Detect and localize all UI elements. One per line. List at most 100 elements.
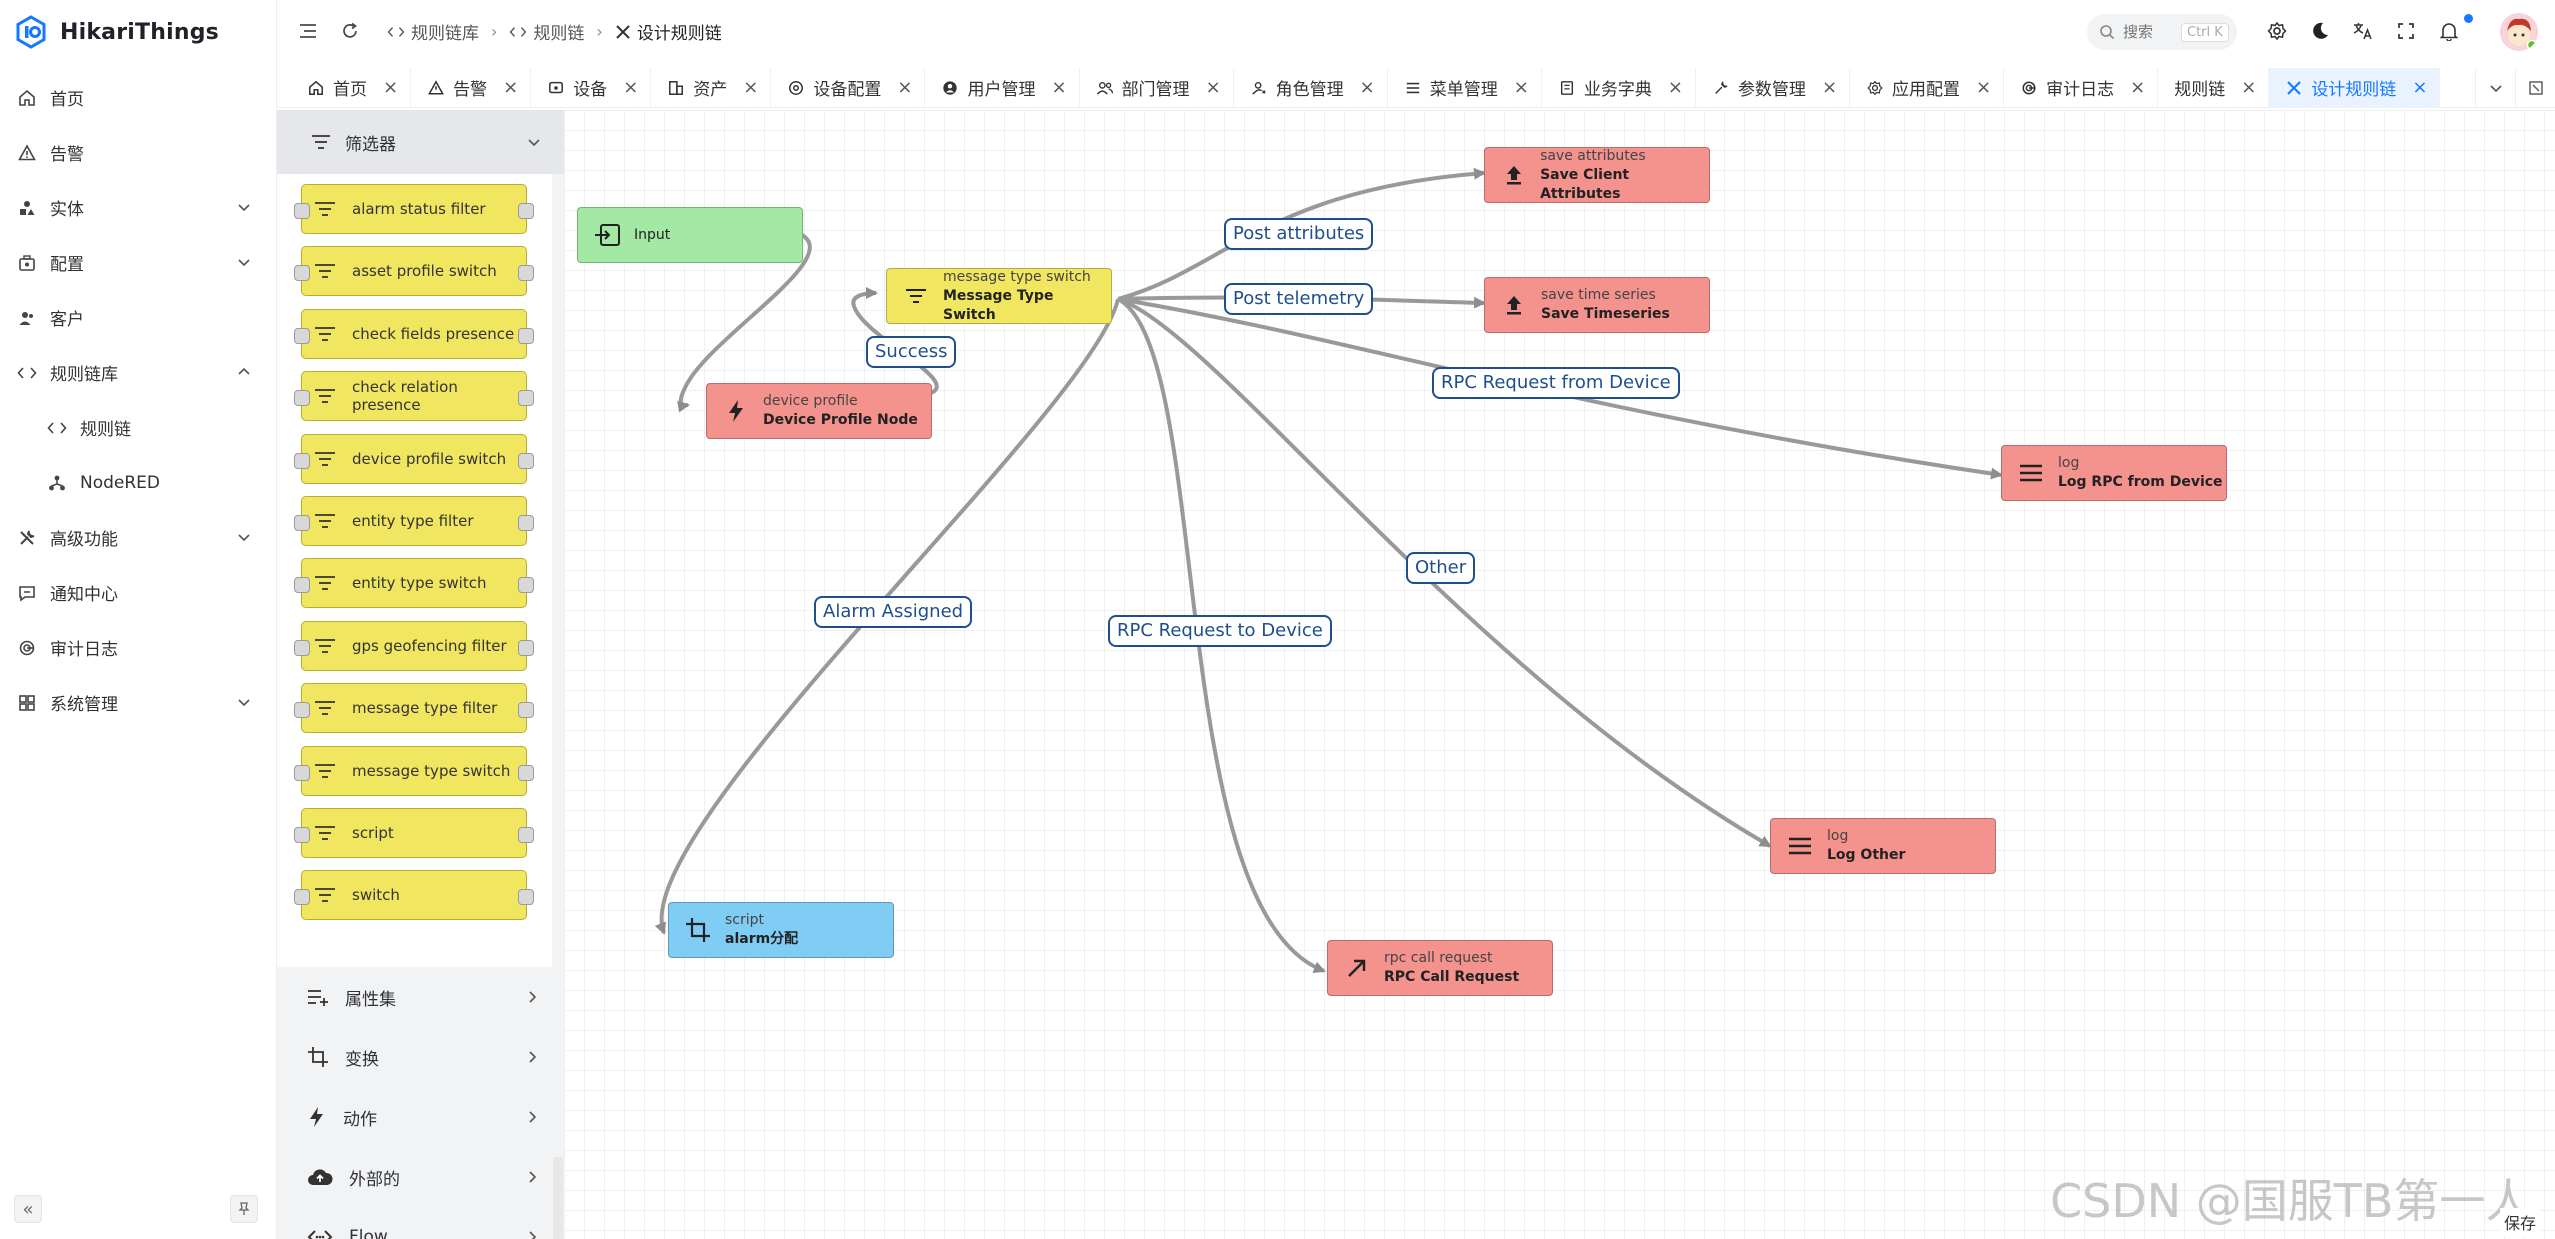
close-icon[interactable]: × <box>743 77 759 98</box>
sidebar-item-entity[interactable]: 实体 <box>0 180 276 235</box>
sidebar-item-config[interactable]: 配置 <box>0 235 276 290</box>
sidebar-item-alert[interactable]: 告警 <box>0 125 276 180</box>
tab-rulechain[interactable]: 规则链 × <box>2158 67 2270 108</box>
tab-menu-management[interactable]: 菜单管理 × <box>1388 67 1542 108</box>
filter-category-header[interactable]: 筛选器 <box>277 110 564 174</box>
close-icon[interactable]: × <box>1821 77 1838 98</box>
dark-mode-button[interactable] <box>2307 18 2333 44</box>
tab-list-button[interactable] <box>2475 68 2515 108</box>
tab-app-config[interactable]: 应用配置 × <box>1850 67 2005 108</box>
app-logo[interactable]: HikariThings <box>14 14 219 50</box>
edge-label-post-attributes[interactable]: Post attributes <box>1224 218 1374 250</box>
library-node[interactable]: message type switch <box>294 745 534 796</box>
tab-asset[interactable]: 资产 × <box>651 67 772 108</box>
search-input[interactable] <box>2123 23 2173 41</box>
category-external[interactable]: 外部的 <box>277 1147 564 1207</box>
sidebar-item-advanced[interactable]: 高级功能 <box>0 510 276 565</box>
pin-sidebar-button[interactable] <box>230 1195 258 1223</box>
edge-label-success[interactable]: Success <box>866 336 957 368</box>
breadcrumb-item[interactable]: 规则链库 <box>387 19 479 44</box>
rule-node-device-profile[interactable]: device profile Device Profile Node <box>706 383 932 439</box>
tab-user-management[interactable]: 用户管理 × <box>925 67 1080 108</box>
notifications-button[interactable] <box>2436 18 2462 44</box>
wire-success[interactable] <box>851 287 939 398</box>
sidebar-item-notification[interactable]: 通知中心 <box>0 565 276 620</box>
rule-chain-canvas[interactable]: Input device profile Device Profile Node… <box>564 110 2555 1239</box>
close-icon[interactable]: × <box>897 77 913 98</box>
rule-node-save-attributes[interactable]: save attributes Save Client Attributes <box>1484 147 1710 203</box>
category-action[interactable]: 动作 <box>277 1087 564 1147</box>
save-button[interactable]: 保存 <box>2500 1208 2541 1236</box>
wire-other[interactable] <box>1117 297 1772 848</box>
maximize-content-button[interactable] <box>2515 68 2555 108</box>
sidebar-item-customer[interactable]: 客户 <box>0 290 276 345</box>
close-icon[interactable]: × <box>1051 77 1067 98</box>
library-node[interactable]: alarm status filter <box>294 184 534 234</box>
library-node[interactable]: switch <box>294 870 534 921</box>
category-transform[interactable]: 变换 <box>277 1027 564 1087</box>
rule-node-save-timeseries[interactable]: save time series Save Timeseries <box>1484 277 1710 333</box>
sidebar-item-audit[interactable]: 审计日志 <box>0 620 276 675</box>
tab-device[interactable]: 设备 × <box>531 67 652 108</box>
wire-input-to-device-profile[interactable] <box>677 233 812 413</box>
tab-home[interactable]: 首页 × <box>291 67 412 108</box>
sidebar-item-label: 首页 <box>50 90 84 110</box>
breadcrumb-item[interactable]: 规则链 <box>509 19 584 44</box>
tab-role-management[interactable]: 角色管理 × <box>1234 67 1388 108</box>
close-icon[interactable]: × <box>1976 77 1992 98</box>
edge-label-rpc-from-device[interactable]: RPC Request from Device <box>1432 367 1680 399</box>
sidebar-item-rulechain[interactable]: 规则链 <box>0 400 276 455</box>
menu-toggle-button[interactable] <box>295 18 321 44</box>
library-node[interactable]: entity type switch <box>294 558 534 609</box>
library-node[interactable]: script <box>294 808 534 858</box>
tab-param-management[interactable]: 参数管理 × <box>1696 67 1851 108</box>
refresh-button[interactable] <box>337 18 363 44</box>
language-button[interactable] <box>2350 18 2376 44</box>
rule-node-script-alarm[interactable]: script alarm分配 <box>668 902 894 958</box>
search-box[interactable]: Ctrl K <box>2087 14 2237 50</box>
close-icon[interactable]: × <box>2241 77 2257 98</box>
rule-node-log-rpc-from-device[interactable]: log Log RPC from Device <box>2001 445 2227 501</box>
close-icon[interactable]: × <box>503 77 519 98</box>
close-icon[interactable]: × <box>383 77 399 98</box>
fullscreen-button[interactable] <box>2393 18 2419 44</box>
sidebar-item-rulechain-lib[interactable]: 规则链库 <box>0 345 276 400</box>
category-flow[interactable]: Flow <box>277 1207 564 1239</box>
rule-node-message-type-switch[interactable]: message type switch Message Type Switch <box>886 268 1112 324</box>
close-icon[interactable]: × <box>1359 77 1375 98</box>
settings-button[interactable] <box>2264 18 2290 44</box>
library-node[interactable]: check fields presence <box>294 308 534 359</box>
close-icon[interactable]: × <box>1205 77 1221 98</box>
library-node[interactable]: device profile switch <box>294 433 534 484</box>
close-icon[interactable]: × <box>2130 77 2146 98</box>
library-node[interactable]: entity type filter <box>294 496 534 546</box>
tab-dept-management[interactable]: 部门管理 × <box>1080 67 1234 108</box>
sidebar-item-system[interactable]: 系统管理 <box>0 675 276 730</box>
collapse-sidebar-button[interactable]: « <box>14 1195 42 1223</box>
close-icon[interactable]: × <box>2412 77 2428 98</box>
rule-node-log-other[interactable]: log Log Other <box>1770 818 1996 874</box>
tab-dictionary[interactable]: 业务字典 × <box>1542 67 1696 108</box>
library-node[interactable]: gps geofencing filter <box>294 620 534 671</box>
edge-label-alarm-assigned[interactable]: Alarm Assigned <box>814 596 973 628</box>
sidebar-item-nodered[interactable]: NodeRED <box>0 455 276 510</box>
edge-label-other[interactable]: Other <box>1406 552 1476 584</box>
rule-node-input[interactable]: Input <box>577 207 803 263</box>
tab-design-rulechain[interactable]: 设计规则链 × <box>2269 67 2441 108</box>
close-icon[interactable]: × <box>623 77 639 98</box>
close-icon[interactable]: × <box>1513 77 1529 98</box>
edge-label-post-telemetry[interactable]: Post telemetry <box>1224 283 1374 315</box>
library-node[interactable]: message type filter <box>294 683 534 734</box>
library-scrollbar[interactable] <box>553 1157 563 1239</box>
user-avatar[interactable] <box>2500 13 2538 51</box>
tab-device-config[interactable]: 设备配置 × <box>771 67 926 108</box>
library-node[interactable]: check relation presence <box>294 371 534 422</box>
tab-audit-log[interactable]: 审计日志 × <box>2004 67 2159 108</box>
sidebar-item-home[interactable]: 首页 <box>0 70 276 125</box>
edge-label-rpc-to-device[interactable]: RPC Request to Device <box>1108 615 1332 647</box>
tab-alert[interactable]: 告警 × <box>411 67 532 108</box>
close-icon[interactable]: × <box>1667 77 1683 98</box>
library-node[interactable]: asset profile switch <box>294 246 534 297</box>
rule-node-rpc-call-request[interactable]: rpc call request RPC Call Request <box>1327 940 1553 996</box>
category-enrichment[interactable]: 属性集 <box>277 967 564 1027</box>
